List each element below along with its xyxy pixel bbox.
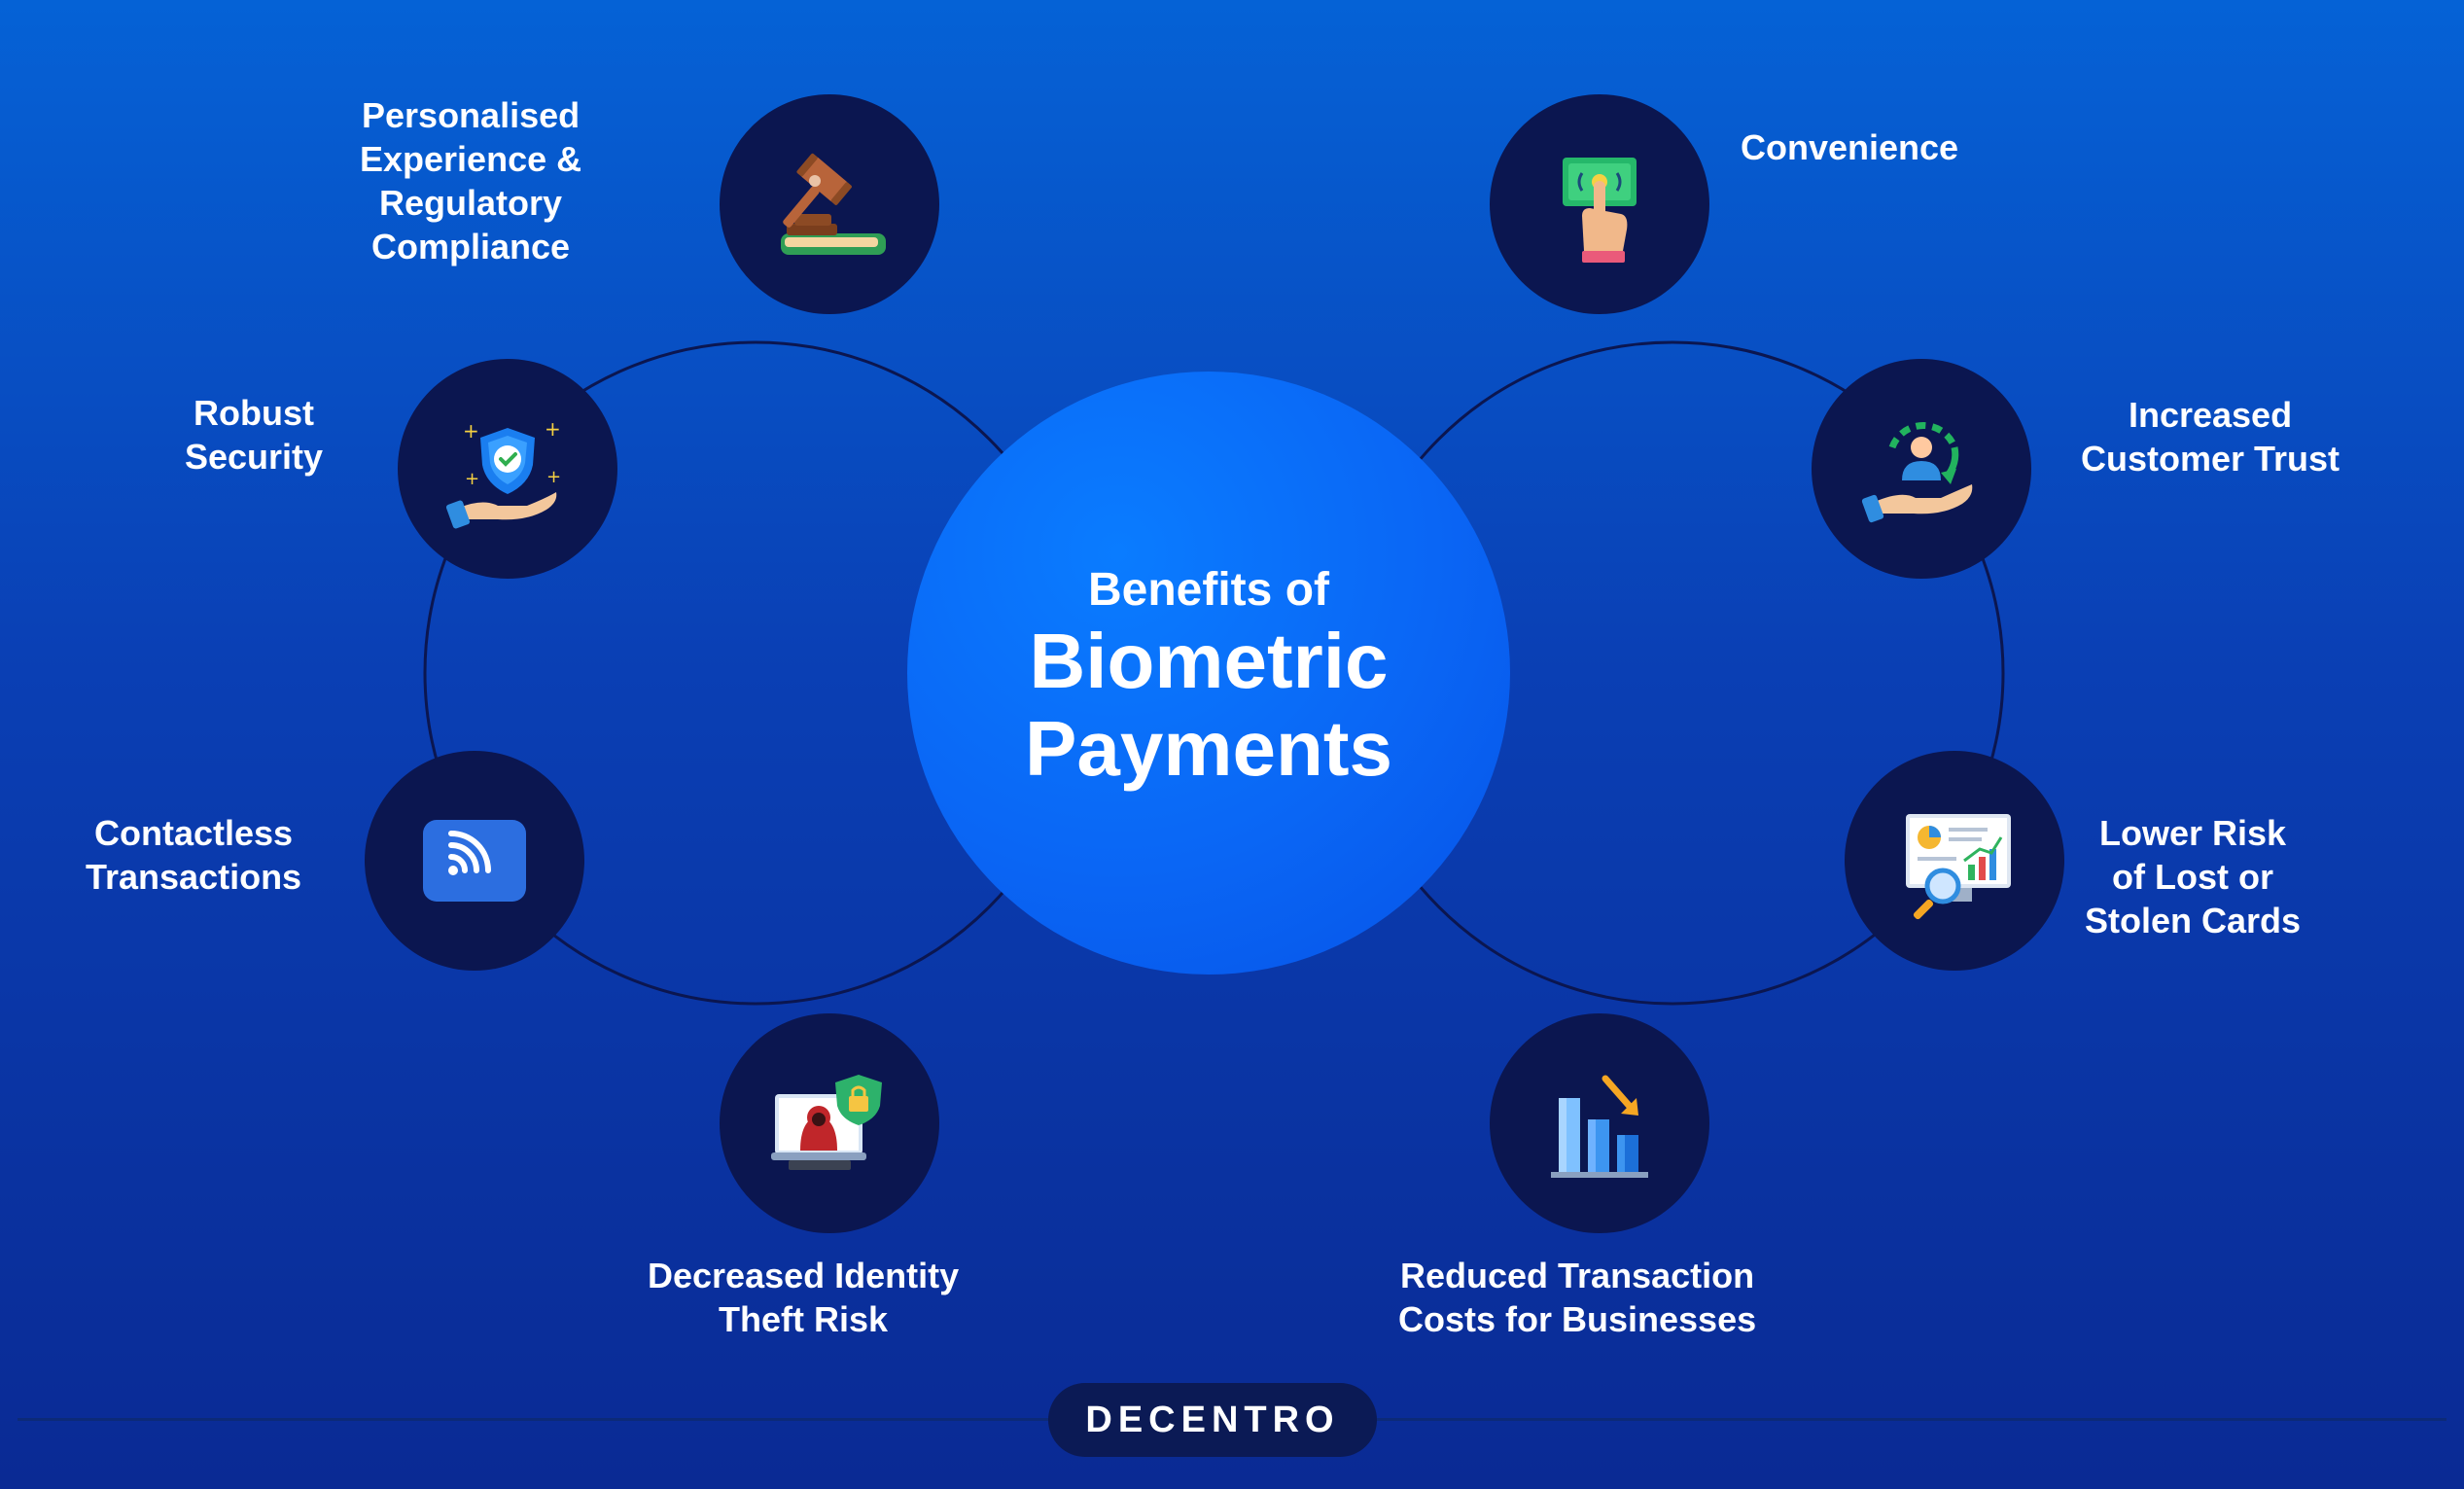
benefit-node-security: + + + + bbox=[398, 359, 617, 579]
benefit-label-transaction-costs: Reduced Transaction Costs for Businesses bbox=[1398, 1254, 1756, 1341]
benefit-label-security: Robust Security bbox=[185, 391, 323, 479]
svg-text:+: + bbox=[545, 417, 561, 441]
svg-text:+: + bbox=[463, 419, 479, 443]
label-line: Security bbox=[185, 437, 324, 477]
benefit-node-compliance bbox=[720, 94, 939, 314]
label-line: Transactions bbox=[86, 857, 302, 897]
benefit-label-convenience: Convenience bbox=[1741, 125, 1958, 169]
label-line: Stolen Cards bbox=[2085, 901, 2302, 940]
decreasing-cost-chart-icon bbox=[1551, 1075, 1648, 1178]
touch-payment-icon bbox=[1563, 158, 1637, 263]
svg-text:+: + bbox=[465, 469, 479, 489]
center-title-line-2: Payments bbox=[1025, 705, 1392, 792]
label-line: of Lost or bbox=[2112, 857, 2274, 897]
benefit-label-compliance: Personalised Experience & Regulatory Com… bbox=[360, 93, 581, 268]
label-line: Convenience bbox=[1741, 127, 1959, 167]
customer-trust-hand-icon bbox=[1861, 421, 1973, 523]
label-line: Reduced Transaction bbox=[1400, 1256, 1755, 1295]
benefit-node-contactless bbox=[365, 751, 584, 971]
label-line: Contactless bbox=[94, 813, 294, 853]
benefit-node-transaction-costs bbox=[1490, 1013, 1709, 1233]
contactless-card-icon bbox=[423, 820, 526, 902]
label-line: Personalised bbox=[362, 95, 581, 135]
gavel-book-icon bbox=[781, 153, 886, 255]
center-title-circle: Benefits of Biometric Payments bbox=[907, 372, 1510, 975]
benefit-label-lost-cards: Lower Risk of Lost or Stolen Cards bbox=[2085, 811, 2301, 942]
analytics-magnifier-icon bbox=[1906, 814, 2011, 920]
shield-hand-icon: + + + + bbox=[445, 417, 561, 529]
center-title-line-1: Biometric bbox=[1029, 618, 1389, 704]
label-line: Costs for Businesses bbox=[1398, 1299, 1757, 1339]
label-line: Compliance bbox=[371, 227, 571, 266]
benefit-node-lost-cards bbox=[1845, 751, 2064, 971]
svg-text:+: + bbox=[546, 467, 561, 487]
benefit-label-identity-theft: Decreased Identity Theft Risk bbox=[648, 1254, 959, 1341]
label-line: Regulatory bbox=[379, 183, 563, 223]
brand-logo-text: DECENTRO bbox=[1085, 1399, 1340, 1440]
hacker-laptop-lock-icon bbox=[771, 1075, 882, 1170]
benefit-node-customer-trust bbox=[1812, 359, 2031, 579]
center-pre-title: Benefits of bbox=[1087, 564, 1329, 616]
benefit-node-identity-theft bbox=[720, 1013, 939, 1233]
benefit-node-convenience bbox=[1490, 94, 1709, 314]
benefit-label-contactless: Contactless Transactions bbox=[86, 811, 301, 899]
label-line: Customer Trust bbox=[2081, 439, 2341, 479]
label-line: Increased bbox=[2128, 395, 2293, 435]
label-line: Lower Risk bbox=[2098, 813, 2287, 853]
label-line: Robust bbox=[194, 393, 315, 433]
benefit-label-customer-trust: Increased Customer Trust bbox=[2081, 393, 2340, 480]
brand-logo: DECENTRO bbox=[1048, 1383, 1377, 1457]
label-line: Theft Risk bbox=[719, 1299, 889, 1339]
label-line: Experience & bbox=[360, 139, 582, 179]
label-line: Decreased Identity bbox=[648, 1256, 960, 1295]
